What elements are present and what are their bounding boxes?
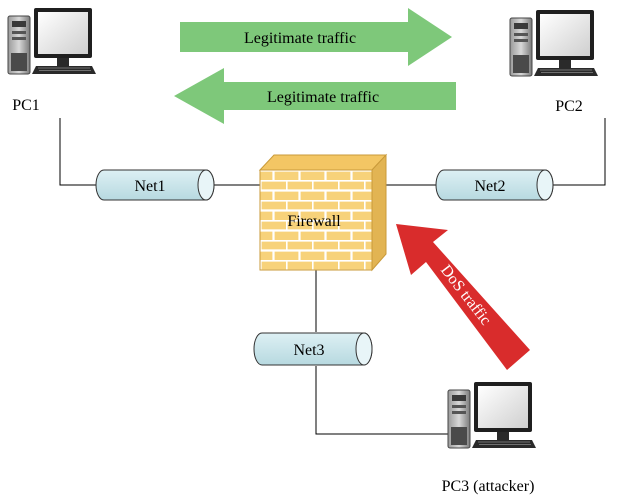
legit-arrow-left-label: Legitimate traffic (267, 89, 379, 106)
net2-tube: Net2 (435, 169, 554, 201)
link-pc1-net1 (59, 118, 102, 186)
links (59, 118, 606, 435)
legit-arrow-right: Legitimate traffic (180, 8, 452, 66)
pc2-label: PC2 (555, 98, 583, 115)
net3-tube: Net3 (253, 332, 373, 366)
pc1-computer-icon (7, 7, 97, 75)
firewall-icon: Firewall (258, 153, 388, 272)
dos-arrow-label: DoS traffic (437, 262, 494, 329)
pc3-label: PC3 (attacker) (442, 478, 535, 495)
net1-tube: Net1 (95, 169, 215, 201)
net2-label: Net2 (474, 178, 505, 195)
firewall-label: Firewall (287, 213, 341, 230)
net1-label: Net1 (134, 178, 165, 195)
pc3-computer-icon (447, 381, 537, 449)
link-net3-pc3 (315, 366, 448, 435)
pc2-computer-icon (509, 9, 599, 77)
link-net2-pc2 (553, 118, 606, 186)
net3-label: Net3 (293, 342, 324, 359)
pc1-label: PC1 (12, 97, 40, 114)
legit-arrow-left: Legitimate traffic (174, 68, 456, 124)
dos-arrow: DoS traffic (396, 224, 530, 370)
legit-arrow-right-label: Legitimate traffic (244, 30, 356, 47)
